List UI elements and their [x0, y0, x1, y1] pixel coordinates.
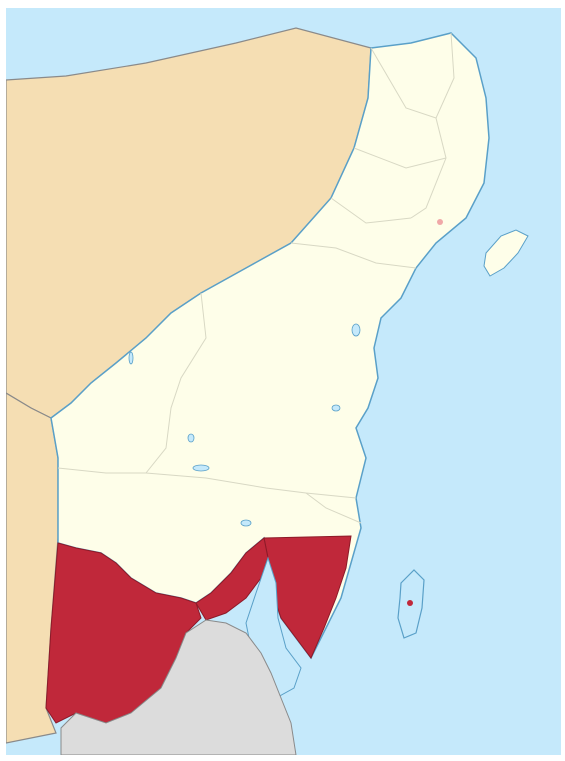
- small-highlight-marker: [437, 219, 443, 225]
- lake: [187, 433, 195, 443]
- internal-borders: [57, 32, 455, 524]
- border-line: [290, 242, 417, 269]
- map-frame: [6, 8, 561, 755]
- lake: [240, 519, 252, 527]
- lake: [192, 464, 210, 472]
- lake: [331, 404, 341, 412]
- border-line: [330, 197, 412, 224]
- island-marker: [407, 600, 413, 606]
- border-line: [353, 147, 447, 169]
- lake: [128, 351, 134, 365]
- lake: [351, 323, 361, 337]
- border-line: [305, 492, 362, 524]
- foreign-country: [60, 619, 297, 755]
- border-line: [410, 32, 455, 219]
- border-line: [370, 47, 437, 119]
- locator-map: [6, 8, 561, 755]
- island-north: [483, 229, 529, 277]
- lakes: [128, 323, 361, 527]
- border-line: [145, 292, 207, 474]
- island-south-ring: [397, 569, 425, 639]
